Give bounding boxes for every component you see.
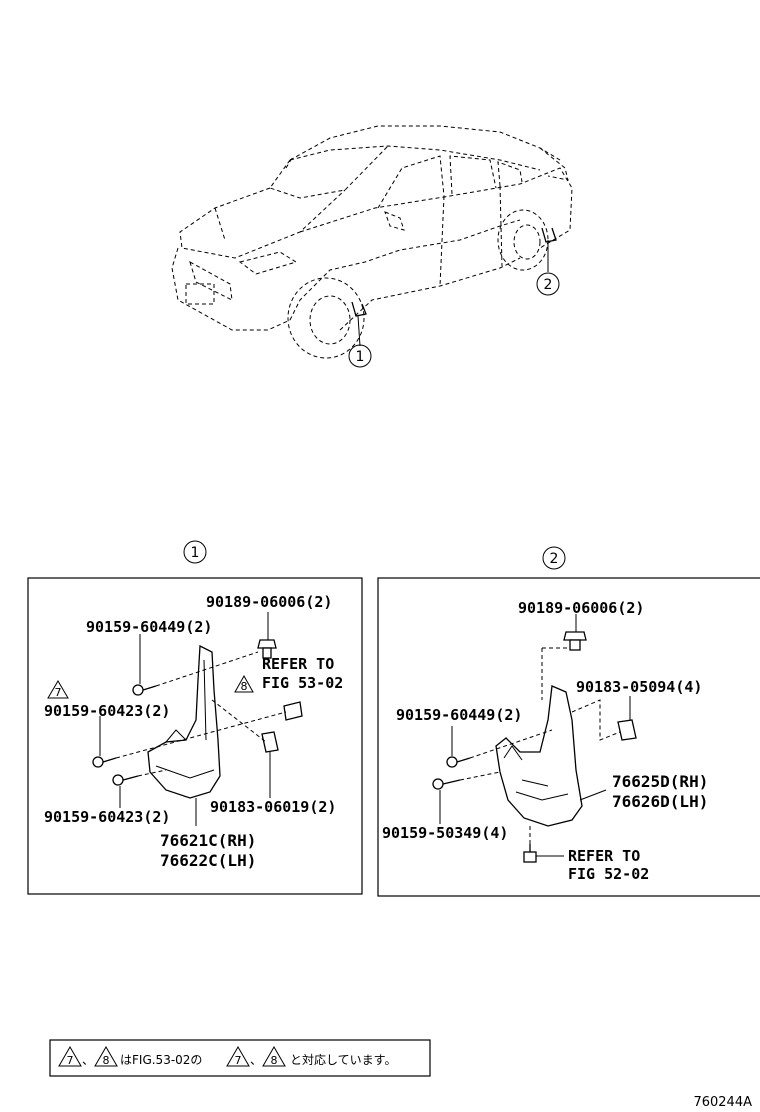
svg-text:7: 7 (67, 1054, 74, 1067)
note-tri-a: 7 (58, 1046, 82, 1067)
p2-label-mudguard-rh: 76625D(RH) (612, 772, 708, 791)
svg-text:1: 1 (191, 545, 200, 561)
panel-1-frame (27, 577, 363, 895)
svg-text:7: 7 (235, 1054, 242, 1067)
svg-text:7: 7 (55, 686, 62, 699)
p2-label-screw-upper: 90159-60449(2) (396, 706, 522, 724)
p1-label-clip-upper: 90189-06006(2) (206, 593, 332, 611)
note-sep-a: 、 (82, 1053, 94, 1067)
p2-label-clip-upper: 90189-06006(2) (518, 599, 644, 617)
note-tri-c: 7 (226, 1046, 250, 1067)
p1-label-nut: 90183-06019(2) (210, 798, 336, 816)
p1-refer-line2: FIG 53-02 (262, 674, 343, 692)
panel-2-drawing (432, 614, 637, 863)
svg-text:1: 1 (356, 349, 365, 365)
panel-2-frame (377, 577, 760, 897)
svg-text:2: 2 (550, 551, 559, 567)
note-frame (49, 1039, 431, 1077)
p1-label-screw-upper: 90159-60449(2) (86, 618, 212, 636)
svg-text:8: 8 (103, 1054, 110, 1067)
note-text-b: と対応しています。 (290, 1053, 396, 1067)
note-tri-d: 8 (262, 1046, 286, 1067)
svg-text:2: 2 (544, 277, 553, 293)
figure-code: 760244A (693, 1095, 752, 1110)
p2-label-nut: 90183-05094(4) (576, 678, 702, 696)
panel-2-title: 2 (542, 546, 566, 570)
callout-2: 2 (536, 272, 560, 296)
note-text-a: はFIG.53-02の (120, 1053, 202, 1067)
note-tri-b: 8 (94, 1046, 118, 1067)
p2-label-mudguard-lh: 76626D(LH) (612, 792, 708, 811)
svg-text:8: 8 (241, 680, 248, 693)
p1-label-screw-mid: 90159-60423(2) (44, 702, 170, 720)
svg-text:8: 8 (271, 1054, 278, 1067)
p2-refer-line2: FIG 52-02 (568, 865, 649, 883)
panel-1-title: 1 (183, 540, 207, 564)
p1-screw-triangle: 7 (47, 680, 69, 699)
p1-refer-line1: REFER TO (262, 655, 334, 673)
note-sep-b: 、 (250, 1053, 262, 1067)
p2-label-screw-lower: 90159-50349(4) (382, 824, 508, 842)
car-illustration (171, 125, 573, 359)
callout-1: 1 (348, 344, 372, 368)
p2-refer-line1: REFER TO (568, 847, 640, 865)
p1-label-mudguard-rh: 76621C(RH) (160, 831, 256, 850)
panel-1-drawing (92, 612, 303, 826)
p1-label-screw-lower: 90159-60423(2) (44, 808, 170, 826)
p1-label-mudguard-lh: 76622C(LH) (160, 851, 256, 870)
p1-refer-triangle: 8 (234, 674, 254, 693)
